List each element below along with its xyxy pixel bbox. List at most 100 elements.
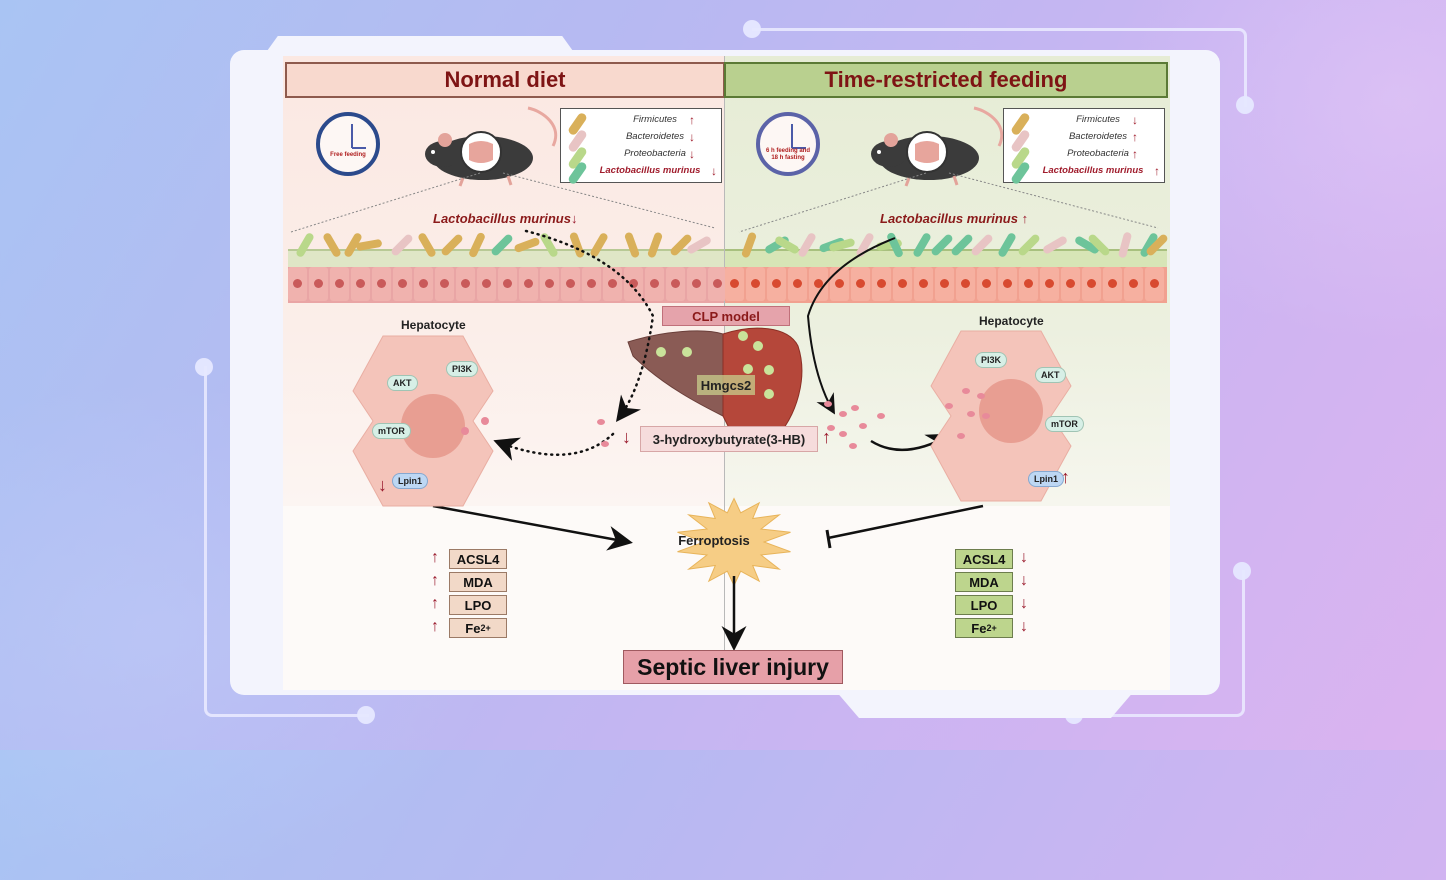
epithelial-cell (393, 267, 412, 301)
epithelial-cell (435, 267, 454, 301)
epithelial-cell (330, 267, 349, 301)
epithelial-cell (1019, 267, 1038, 301)
epithelial-cell (288, 267, 307, 301)
arrow-down-icon: ↓ (1020, 549, 1028, 566)
epithelial-cell (746, 267, 765, 301)
arrow-up-icon: ↑ (431, 618, 439, 635)
epithelial-cell (477, 267, 496, 301)
arrow-up-icon: ↑ (1132, 147, 1138, 161)
protein-mtor: mTOR (372, 423, 411, 439)
3hb-metabolite-label: 3-hydroxybutyrate(3-HB) (640, 426, 818, 452)
arrow-down-icon: ↓ (1132, 113, 1138, 127)
epithelial-cell (456, 267, 475, 301)
epithelial-cell (1124, 267, 1143, 301)
clock-label-line1: 6 h feeding and (765, 148, 810, 154)
marker-lpo: LPO (449, 595, 507, 615)
intestinal-epithelium-normal (288, 267, 727, 303)
epithelial-cell (519, 267, 538, 301)
epithelial-cell (998, 267, 1017, 301)
arrow-up-icon: ↑ (1021, 211, 1029, 226)
arrow-down-icon: ↓ (1020, 618, 1028, 635)
hepatocyte-title-trf: Hepatocyte (979, 314, 1044, 328)
hmgcs2-label: Hmgcs2 (697, 375, 755, 395)
epithelial-cell (561, 267, 580, 301)
epithelial-cell (977, 267, 996, 301)
protein-pi3k: PI3K (975, 352, 1008, 368)
decorative-node (357, 706, 375, 724)
decorative-node (743, 20, 761, 38)
marker-lpo: LPO (955, 595, 1013, 615)
decorative-connector (752, 28, 1247, 107)
arrow-up-icon: ↑ (431, 595, 439, 612)
arrow-up-icon: ↑ (1154, 164, 1160, 178)
arrow-up-icon: ↑ (1061, 467, 1070, 487)
decorative-node (1236, 96, 1254, 114)
epithelial-cell (725, 267, 744, 301)
arrow-up-icon: ↑ (431, 572, 439, 589)
epithelial-cell (914, 267, 933, 301)
epithelial-cell (540, 267, 559, 301)
epithelial-cell (1040, 267, 1059, 301)
epithelial-cell (851, 267, 870, 301)
epithelial-cell (582, 267, 601, 301)
protein-akt: AKT (387, 375, 418, 391)
protein-lpin1: Lpin1 (1028, 471, 1064, 487)
epithelial-cell (351, 267, 370, 301)
decorative-node (195, 358, 213, 376)
clock-icon: Free feeding (316, 112, 380, 176)
panel-divider (724, 56, 725, 676)
epithelial-cell (1061, 267, 1080, 301)
ferroptosis-label: Ferroptosis (678, 533, 750, 548)
decorative-connector (204, 366, 369, 717)
protein-pi3k: PI3K (446, 361, 479, 377)
arrow-up-icon: ↑ (1132, 130, 1138, 144)
marker-mda: MDA (955, 572, 1013, 592)
arrow-down-icon: ↓ (689, 130, 695, 144)
intestinal-epithelium-trf (725, 267, 1167, 303)
protein-akt: AKT (1035, 367, 1066, 383)
epithelial-cell (893, 267, 912, 301)
epithelial-cell (1145, 267, 1164, 301)
lactobacillus-label-normal: Lactobacillus murinus↓ (433, 211, 578, 226)
epithelial-cell (372, 267, 391, 301)
normal-diet-title: Normal diet (285, 62, 725, 98)
epithelial-cell (309, 267, 328, 301)
protein-mtor: mTOR (1045, 416, 1084, 432)
marker-acsl4: ACSL4 (449, 549, 507, 569)
protein-lpin1: Lpin1 (392, 473, 428, 489)
bacteria-legend-trf: Firmicutes↓ Bacteroidetes↑ Proteobacteri… (1003, 108, 1165, 186)
arrow-down-icon: ↓ (1020, 595, 1028, 612)
epithelial-cell (708, 267, 727, 301)
arrow-down-icon: ↓ (378, 475, 387, 495)
arrow-down-icon: ↓ (689, 147, 695, 161)
arrow-down-icon: ↓ (622, 427, 631, 447)
graphical-abstract: Normal diet Time-restricted feeding Free… (283, 56, 1170, 690)
epithelial-cell (666, 267, 685, 301)
epithelial-cell (788, 267, 807, 301)
epithelial-cell (830, 267, 849, 301)
arrow-up-icon: ↑ (431, 549, 439, 566)
clock-label: Free feeding (330, 152, 366, 158)
epithelial-cell (498, 267, 517, 301)
epithelial-cell (767, 267, 786, 301)
epithelial-cell (956, 267, 975, 301)
epithelial-cell (624, 267, 643, 301)
hepatocyte-title-normal: Hepatocyte (401, 318, 466, 332)
epithelial-cell (935, 267, 954, 301)
arrow-up-icon: ↑ (689, 113, 695, 127)
clp-model-label: CLP model (662, 306, 790, 326)
arrow-down-icon: ↓ (570, 211, 578, 226)
epithelial-cell (809, 267, 828, 301)
marker-mda: MDA (449, 572, 507, 592)
epithelial-cell (1103, 267, 1122, 301)
epithelial-cell (603, 267, 622, 301)
epithelial-cell (645, 267, 664, 301)
epithelial-cell (872, 267, 891, 301)
arrow-down-icon: ↓ (1020, 572, 1028, 589)
clock-label-line2: 18 h fasting (771, 155, 805, 161)
epithelial-cell (414, 267, 433, 301)
trf-title: Time-restricted feeding (724, 62, 1168, 98)
